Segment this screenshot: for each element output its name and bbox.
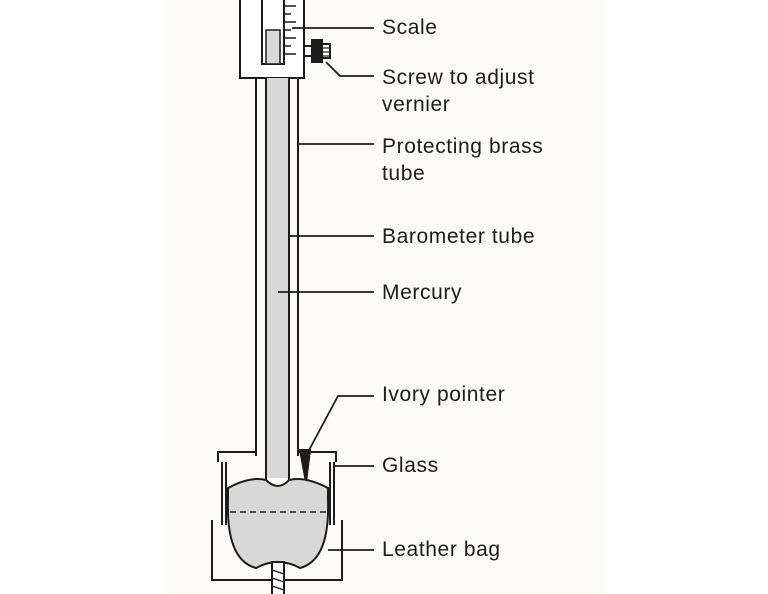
- scale-label: Scale: [382, 16, 438, 39]
- scale-ticks: [284, 5, 296, 55]
- barometer-tube-label: Barometer tube: [382, 225, 536, 248]
- vernier-screw: [303, 39, 331, 63]
- screw-leader: [325, 61, 374, 77]
- ivory-pointer-leader: [307, 395, 374, 453]
- brass-tube-label-line1: Protecting brass: [382, 135, 544, 158]
- adjusting-rod: [271, 561, 285, 594]
- barometer-tube: [265, 78, 290, 480]
- screw-label-line2: vernier: [382, 93, 451, 116]
- ivory-pointer: [298, 449, 312, 483]
- glass-label: Glass: [382, 454, 439, 477]
- brass-tube: [255, 78, 299, 456]
- scale-housing: [239, 0, 305, 79]
- leather-bag-label: Leather bag: [382, 538, 501, 561]
- brass-tube-label-line2: tube: [382, 162, 426, 185]
- ivory-pointer-label: Ivory pointer: [382, 383, 506, 406]
- mercury-label: Mercury: [382, 281, 463, 304]
- mercury-reservoir: [226, 478, 330, 570]
- leader-lines: [278, 27, 374, 551]
- screw-label-line1: Screw to adjust: [382, 66, 535, 89]
- glass-cistern: [217, 451, 337, 525]
